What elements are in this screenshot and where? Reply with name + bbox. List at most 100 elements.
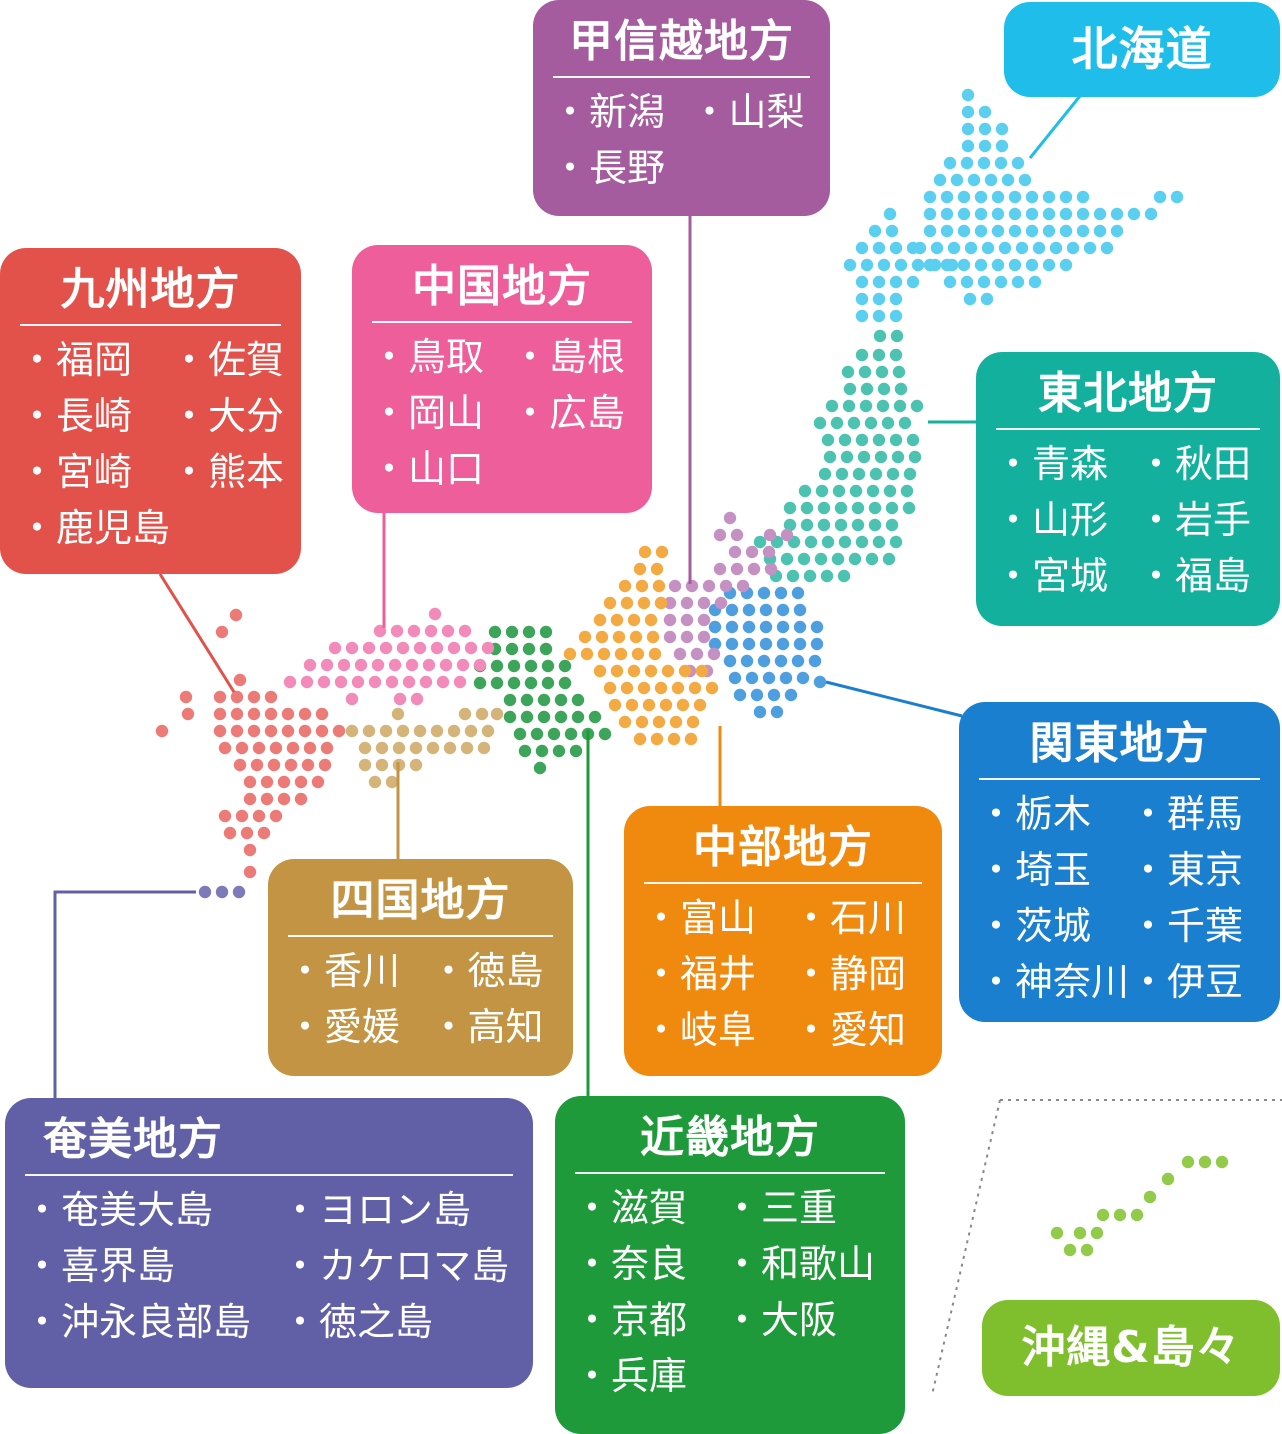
map-dot [371,658,385,672]
map-dot [994,275,1008,289]
prefecture-item[interactable]: ・沖永良部島 [23,1300,252,1344]
kyushu-box[interactable]: 九州地方 ・福岡・佐賀・長崎・大分・宮崎・熊本・鹿児島 [0,248,301,574]
prefecture-item[interactable]: ・高知 [429,1005,544,1049]
prefecture-item[interactable]: ・神奈川 [977,960,1130,1004]
prefecture-item[interactable]: ・岩手 [1137,498,1252,542]
prefecture-item[interactable]: ・福岡 [18,338,133,382]
prefecture-item[interactable]: ・富山 [642,896,757,940]
prefecture-item[interactable]: ・山口 [370,447,485,491]
prefecture-item[interactable]: ・長崎 [18,394,133,438]
hokkaido-box[interactable]: 北海道 [1004,2,1280,97]
map-dot [1153,190,1167,204]
prefecture-item[interactable]: ・茨城 [977,904,1092,948]
map-dot [441,624,455,638]
leader-line [1028,95,1082,159]
map-dot [300,675,314,689]
prefecture-item[interactable]: ・新潟 [551,90,666,134]
prefecture-item[interactable]: ・青森 [994,442,1109,486]
amami-box[interactable]: 奄美地方 ・奄美大島・ヨロン島・喜界島・カケロマ島・沖永良部島・徳之島 [5,1098,533,1388]
map-dot [745,545,759,559]
prefecture-item[interactable]: ・山梨 [690,90,805,134]
prefecture-item[interactable]: ・愛媛 [286,1005,401,1049]
map-dot [524,659,538,673]
prefecture-item[interactable]: ・兵庫 [573,1354,688,1398]
map-dot [1042,224,1056,238]
prefecture-item[interactable]: ・徳島 [429,949,544,993]
map-dot [475,707,489,721]
prefecture-item[interactable]: ・静岡 [792,952,907,996]
tohoku-box[interactable]: 東北地方 ・青森・秋田・山形・岩手・宮城・福島 [976,352,1280,626]
prefecture-item[interactable]: ・ヨロン島 [281,1188,472,1232]
map-dot [1080,1243,1094,1257]
kanto-box[interactable]: 関東地方 ・栃木・群馬・埼玉・東京・茨城・千葉・神奈川・伊豆 [959,702,1280,1022]
prefecture-item[interactable]: ・鳥取 [370,335,485,379]
prefecture-item[interactable]: ・滋賀 [573,1186,688,1230]
shikoku-box[interactable]: 四国地方 ・香川・徳島・愛媛・高知 [268,859,573,1076]
prefecture-item[interactable]: ・伊豆 [1129,960,1244,1004]
map-dot [294,775,308,789]
prefecture-item[interactable]: ・宮崎 [18,450,133,494]
prefecture-item[interactable]: ・栃木 [977,792,1092,836]
map-dot [179,690,193,704]
prefecture-item[interactable]: ・島根 [511,335,626,379]
prefecture-item[interactable]: ・福井 [642,952,757,996]
map-dot [513,727,527,741]
prefecture-item[interactable]: ・徳之島 [281,1300,434,1344]
prefecture-item[interactable]: ・長野 [551,146,666,190]
chugoku-box[interactable]: 中国地方 ・鳥取・島根・岡山・広島・山口 [352,245,652,513]
map-dot [978,139,992,153]
prefecture-item[interactable]: ・東京 [1129,848,1244,892]
prefecture-item[interactable]: ・石川 [792,896,907,940]
map-dot [823,450,837,464]
map-dot [669,715,683,729]
prefecture-item[interactable]: ・佐賀 [170,338,285,382]
prefecture-item[interactable]: ・岡山 [370,391,485,435]
map-dot [637,596,651,610]
map-dot [730,562,744,576]
map-dot [981,241,995,255]
map-dot [1096,1208,1110,1222]
map-dot [885,224,899,238]
prefecture-item[interactable]: ・熊本 [170,450,285,494]
prefecture-item[interactable]: ・三重 [723,1186,838,1230]
map-dot [644,613,658,627]
prefecture-item[interactable]: ・大分 [170,394,285,438]
prefecture-item[interactable]: ・宮城 [994,554,1109,598]
prefecture-item[interactable]: ・山形 [994,498,1109,542]
prefecture-item[interactable]: ・喜界島 [23,1244,176,1288]
map-dot [774,586,788,600]
prefecture-item[interactable]: ・広島 [511,391,626,435]
map-dot [260,792,274,806]
prefecture-item[interactable]: ・奈良 [573,1242,688,1286]
map-dot [269,741,283,755]
map-dot [858,365,872,379]
prefecture-item[interactable]: ・埼玉 [977,848,1092,892]
prefecture-item[interactable]: ・京都 [573,1298,688,1342]
prefecture-item[interactable]: ・カケロマ島 [281,1244,510,1288]
chugoku-divider [372,321,632,323]
leader-lines [53,95,1282,1396]
shikoku-title: 四国地方 [330,875,511,926]
kinki-box[interactable]: 近畿地方 ・滋賀・三重・奈良・和歌山・京都・大阪・兵庫 [555,1096,905,1434]
prefecture-item[interactable]: ・奄美大島 [23,1188,214,1232]
chugoku-list: ・鳥取・島根・岡山・広島・山口 [352,329,652,497]
prefecture-item[interactable]: ・福島 [1137,554,1252,598]
map-dot [422,658,436,672]
prefecture-item[interactable]: ・大阪 [723,1298,838,1342]
prefecture-item[interactable]: ・千葉 [1129,904,1244,948]
map-dot [903,467,917,481]
prefecture-item[interactable]: ・秋田 [1137,442,1252,486]
koshinetsu-box[interactable]: 甲信越地方 ・新潟・山梨・長野 [533,0,830,216]
map-dot [719,579,733,593]
prefecture-item[interactable]: ・群馬 [1129,792,1244,836]
map-dot [881,416,895,430]
prefecture-item[interactable]: ・和歌山 [723,1242,876,1286]
prefecture-item[interactable]: ・香川 [286,949,401,993]
chubu-box[interactable]: 中部地方 ・富山・石川・福井・静岡・岐阜・愛知 [624,806,942,1076]
map-dot [725,620,739,634]
prefecture-item[interactable]: ・鹿児島 [18,506,171,550]
okinawa-box[interactable]: 沖縄&島々 [982,1300,1280,1396]
prefecture-item[interactable]: ・岐阜 [642,1008,757,1052]
prefecture-item[interactable]: ・愛知 [792,1008,907,1052]
map-dot [507,676,521,690]
